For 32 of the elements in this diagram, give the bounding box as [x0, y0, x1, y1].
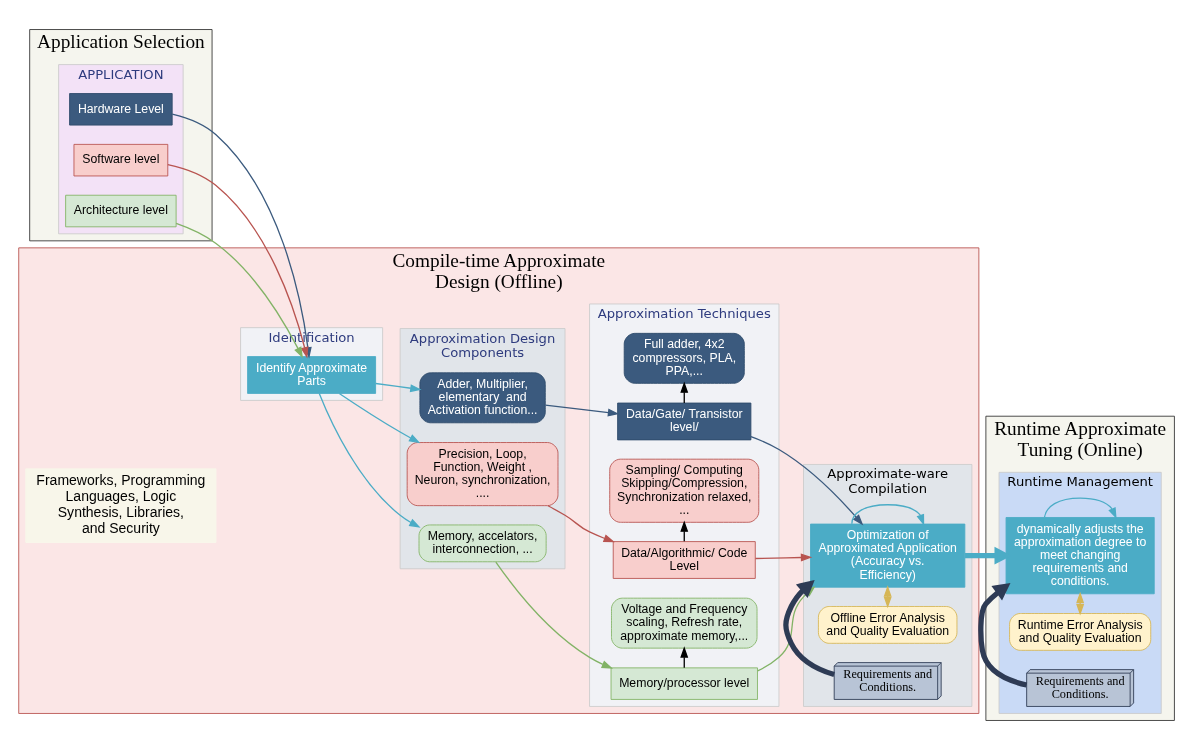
node-box: Identify Approximate Parts — [247, 355, 377, 394]
node-box: Voltage and Frequency scaling, Refresh rate, approximate memory,... — [611, 597, 758, 649]
arrow — [978, 582, 1028, 687]
arrow — [375, 382, 422, 392]
node-box: Optimization of Approximated Application (Accuracy vs. Efficiency) — [810, 523, 966, 588]
node-box: Data/Algorithmic/ Code Level — [612, 540, 756, 579]
node-box: Full adder, 4x2 compressors, PLA, PPA,... — [623, 332, 745, 384]
node-box: Memory, accelators, interconnection, ... — [418, 524, 547, 562]
node-box: Offline Error Analysis and Quality Evaluation — [817, 605, 958, 644]
arrow — [1076, 591, 1085, 615]
node-box: Software level — [73, 143, 169, 176]
arrow — [318, 392, 421, 528]
node-box: Sampling/ Computing Skipping/Compression, Synchronization relaxed, ... — [609, 458, 760, 523]
arrow — [754, 553, 813, 561]
arrow — [175, 222, 303, 358]
node-box: Runtime Error Analysis and Quality Evaluation — [1009, 612, 1152, 651]
arrow — [783, 579, 835, 677]
node-box: dynamically adjusts the approximation degree to meet changing requirements and conditions. — [1005, 516, 1155, 594]
arrow — [544, 403, 620, 416]
arrow — [1043, 497, 1117, 519]
arrow — [495, 560, 614, 669]
arrow — [547, 504, 615, 542]
node-box: Data/Gate/ Transistor level/ — [617, 402, 752, 440]
arrow — [750, 435, 864, 526]
node-box: Architecture level — [65, 194, 177, 227]
node-box: Adder, Multiplier, elementary and Activation function... — [419, 371, 546, 423]
node-box: Memory/processor level — [610, 666, 758, 700]
node-box: Precision, Loop, Function, Weight , Neuron, synchronization, .... — [406, 441, 559, 506]
arrow — [851, 503, 925, 526]
arrow — [338, 392, 421, 443]
arrow — [167, 163, 309, 358]
node-box: Hardware Level — [69, 92, 173, 126]
